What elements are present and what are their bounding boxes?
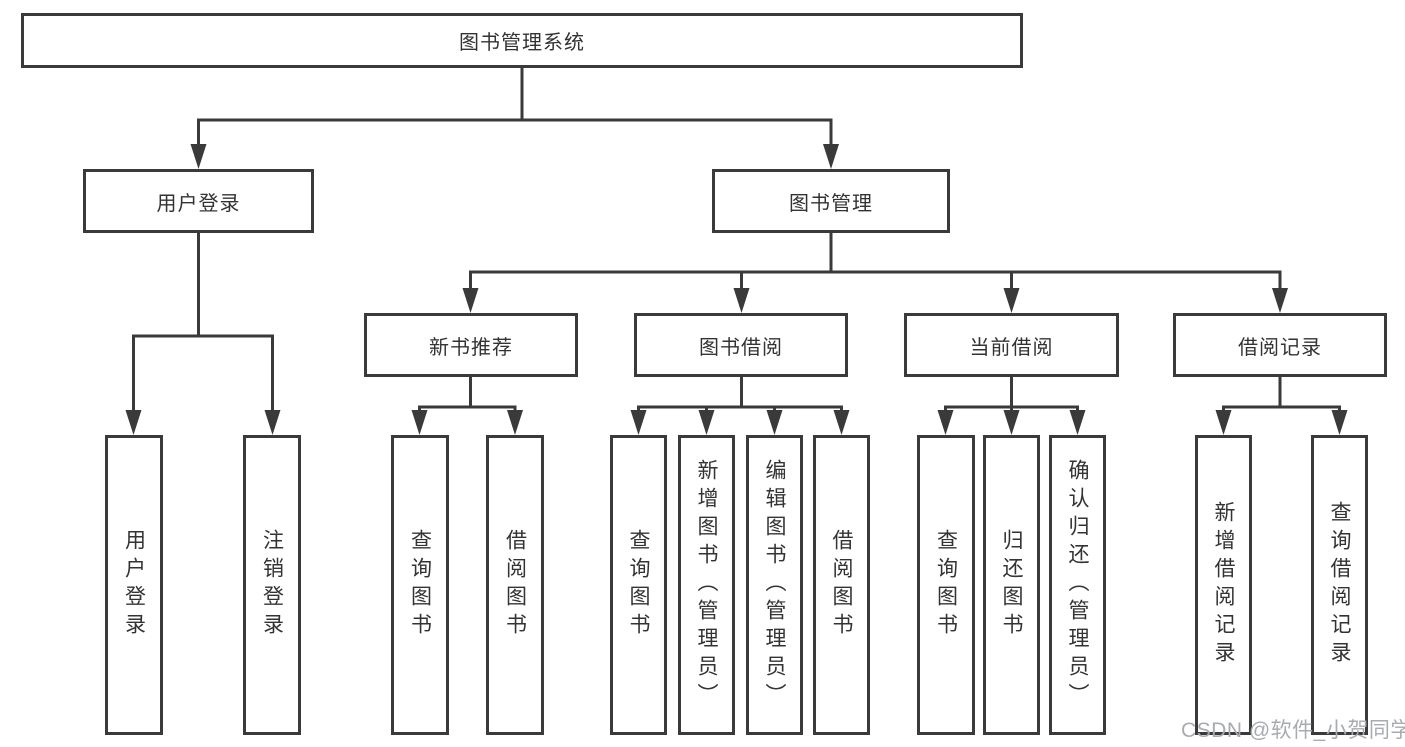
leaf-query-book-current-label: 查询图书 <box>934 529 958 641</box>
leaf-query-book-borrow-label: 查询图书 <box>627 529 650 641</box>
leaf-add-borrow-record: 新增借阅记录 <box>1195 435 1252 735</box>
node-book-borrow-label: 图书借阅 <box>699 336 783 359</box>
leaf-query-book-newbook-label: 查询图书 <box>408 529 432 641</box>
node-book-management: 图书管理 <box>712 169 950 233</box>
leaf-add-book-admin: 新增图书（管理员） <box>678 435 735 735</box>
leaf-add-book-admin-label: 新增图书（管理员） <box>695 459 718 711</box>
leaf-confirm-return-admin-label: 确认归还（管理员） <box>1066 459 1089 711</box>
node-user-login: 用户登录 <box>83 169 314 233</box>
leaf-borrow-book-borrow-label: 借阅图书 <box>830 529 853 641</box>
leaf-user-login-label: 用户登录 <box>122 529 146 641</box>
node-current-borrow-label: 当前借阅 <box>969 336 1054 359</box>
leaf-query-borrow-record: 查询借阅记录 <box>1311 435 1368 735</box>
leaf-return-book: 归还图书 <box>983 435 1040 735</box>
node-user-login-label: 用户登录 <box>156 192 241 215</box>
node-current-borrow: 当前借阅 <box>904 313 1119 377</box>
leaf-confirm-return-admin: 确认归还（管理员） <box>1049 435 1106 735</box>
node-new-book-recommend-label: 新书推荐 <box>429 336 513 359</box>
leaf-borrow-book-borrow: 借阅图书 <box>813 435 870 735</box>
leaf-query-book-newbook: 查询图书 <box>391 435 449 735</box>
leaf-edit-book-admin: 编辑图书（管理员） <box>746 435 803 735</box>
node-book-borrow: 图书借阅 <box>634 313 848 377</box>
leaf-query-book-borrow: 查询图书 <box>610 435 667 735</box>
leaf-logout-label: 注销登录 <box>260 529 284 641</box>
node-root-label: 图书管理系统 <box>459 32 585 54</box>
leaf-query-book-current: 查询图书 <box>917 435 975 735</box>
leaf-add-borrow-record-label: 新增借阅记录 <box>1212 501 1235 669</box>
leaf-logout: 注销登录 <box>243 435 301 735</box>
leaf-return-book-label: 归还图书 <box>1000 529 1023 641</box>
leaf-edit-book-admin-label: 编辑图书（管理员） <box>763 459 786 711</box>
csdn-watermark: CSDN @软件_小贺同学 <box>1181 719 1405 742</box>
node-root: 图书管理系统 <box>21 13 1023 68</box>
node-borrow-record: 借阅记录 <box>1173 313 1387 377</box>
leaf-borrow-book-newbook-label: 借阅图书 <box>503 529 527 641</box>
node-book-management-label: 图书管理 <box>789 192 873 215</box>
leaf-query-borrow-record-label: 查询借阅记录 <box>1328 501 1351 669</box>
node-borrow-record-label: 借阅记录 <box>1238 336 1322 359</box>
node-new-book-recommend: 新书推荐 <box>364 313 578 377</box>
leaf-user-login: 用户登录 <box>105 435 163 735</box>
leaf-borrow-book-newbook: 借阅图书 <box>486 435 544 735</box>
